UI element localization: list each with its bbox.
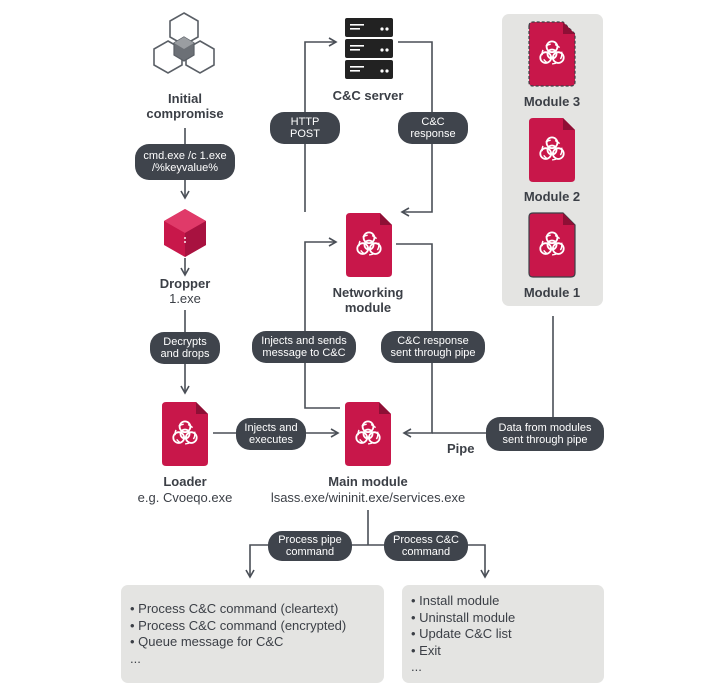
pill-injects-exec: Injects and executes — [236, 418, 306, 450]
module-1-label: Module 1 — [523, 285, 581, 300]
pill-decrypts-line2: and drops — [160, 348, 210, 360]
pill-process-pipe-line1: Process pipe — [278, 534, 342, 546]
pill-data-modules-line1: Data from modules — [498, 422, 592, 434]
pipe-label: Pipe — [447, 441, 475, 456]
arrow-injects-sends — [304, 237, 340, 409]
pipe-command-ellipsis: ... — [130, 650, 141, 666]
arrow-http-post — [304, 37, 338, 212]
pipe-command-item: Queue message for C&C — [130, 634, 346, 651]
pill-process-cc-line1: Process C&C — [392, 534, 460, 546]
pill-data-modules-line2: sent through pipe — [502, 434, 588, 446]
pill-injects-exec-line2: executes — [248, 434, 294, 446]
pill-process-cc-line2: command — [401, 546, 451, 558]
pill-cmd-line2: /%keyvalue% — [151, 162, 219, 174]
pill-process-pipe-line2: command — [285, 546, 335, 558]
pill-process-cc: Process C&C command — [384, 531, 468, 561]
pill-cc-pipe-line2: sent through pipe — [390, 347, 476, 359]
cc-command-item: Exit — [411, 643, 515, 660]
cc-command-item: Install module — [411, 593, 515, 610]
pill-injects-sends-line2: message to C&C — [262, 347, 346, 359]
networking-title: Networking module — [318, 285, 418, 315]
main-title: Main module — [328, 474, 408, 489]
server-title: C&C server — [332, 88, 404, 103]
networking-title-line1: Networking — [332, 285, 404, 300]
cluster-cube-icon — [153, 12, 215, 74]
cube-icon — [164, 209, 206, 257]
cc-command-item: Uninstall module — [411, 610, 515, 627]
pill-cc-response: C&C response — [398, 112, 468, 144]
dropper-sub: 1.exe — [169, 291, 201, 306]
dropper-title: Dropper — [159, 276, 211, 291]
pill-cmd: cmd.exe /c 1.exe /%keyvalue% — [135, 144, 235, 180]
networking-file-icon — [346, 213, 392, 277]
cc-command-ellipsis: ... — [411, 659, 422, 674]
pill-cc-response-line1: C&C — [421, 116, 445, 128]
loader-sub: e.g. Cvoeqo.exe — [137, 490, 233, 505]
loader-title: Loader — [163, 474, 207, 489]
pill-process-pipe: Process pipe command — [268, 531, 352, 561]
main-sub: lsass.exe/wininit.exe/services.exe — [270, 490, 466, 505]
networking-title-line2: module — [344, 300, 392, 315]
pill-cc-pipe-line1: C&C response — [397, 335, 469, 347]
initial-title-line2: compromise — [146, 106, 224, 121]
pill-http-post: HTTP POST — [270, 112, 340, 144]
module-3-label: Module 3 — [523, 94, 581, 109]
pill-cc-response-line2: response — [410, 128, 456, 140]
module-2-label: Module 2 — [523, 189, 581, 204]
pill-injects-exec-line1: Injects and — [244, 422, 298, 434]
pill-cc-pipe: C&C response sent through pipe — [381, 331, 485, 363]
pill-http-post-line1: HTTP — [290, 116, 320, 128]
pill-cmd-line1: cmd.exe /c 1.exe — [143, 150, 227, 162]
initial-title: Initial compromise — [125, 91, 245, 121]
pill-injects-sends: Injects and sends message to C&C — [252, 331, 356, 363]
pill-http-post-line2: POST — [290, 128, 320, 140]
pill-injects-sends-line1: Injects and sends — [261, 335, 347, 347]
cc-commands-list: Install module Uninstall module Update C… — [411, 593, 515, 676]
pill-decrypts-line1: Decrypts — [163, 336, 207, 348]
loader-file-icon — [162, 402, 208, 466]
modules-panel — [502, 14, 603, 306]
pipe-commands-list: Process C&C command (cleartext) Process … — [130, 601, 346, 667]
initial-title-line1: Initial — [168, 91, 202, 106]
main-file-icon — [345, 402, 391, 466]
pill-data-modules: Data from modules sent through pipe — [486, 417, 604, 451]
pipe-command-item: Process C&C command (cleartext) — [130, 601, 346, 618]
pipe-command-item: Process C&C command (encrypted) — [130, 618, 346, 635]
pill-decrypts: Decrypts and drops — [150, 332, 220, 364]
cc-command-item: Update C&C list — [411, 626, 515, 643]
server-icon — [345, 18, 393, 79]
